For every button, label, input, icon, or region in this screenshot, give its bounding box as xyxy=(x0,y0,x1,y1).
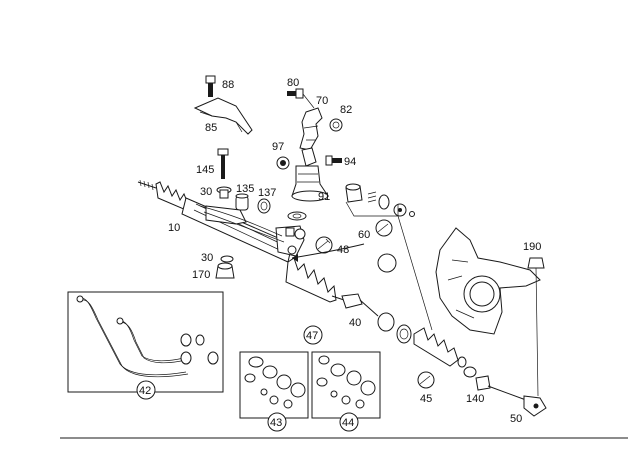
part-45-bellows xyxy=(413,327,467,368)
reference-90 xyxy=(377,253,397,273)
part-135-bushing xyxy=(235,193,249,211)
label-97: 97 xyxy=(272,141,284,153)
part-30-washer-top xyxy=(216,186,232,199)
part-70-universal-joint xyxy=(299,107,323,167)
label-135: 135 xyxy=(236,183,254,195)
label-40: 40 xyxy=(349,317,361,329)
part-94-bolt xyxy=(325,155,342,166)
label-44: 44 xyxy=(342,417,354,429)
wrench-symbol-48 xyxy=(315,236,333,254)
label-43: 43 xyxy=(270,417,282,429)
part-48-seal-ring xyxy=(287,211,307,221)
label-60: 60 xyxy=(358,229,370,241)
label-70: 70 xyxy=(316,95,328,107)
part-60-piston-group xyxy=(345,183,415,217)
part-80-bolt xyxy=(287,88,304,99)
label-85: 85 xyxy=(205,122,217,134)
label-45: 45 xyxy=(420,393,432,405)
label-82: 82 xyxy=(340,104,352,116)
inset-43-seal-kit-box xyxy=(239,351,309,432)
part-88-bolt xyxy=(205,75,216,97)
part-seal-rings xyxy=(377,312,412,344)
label-190: 190 xyxy=(523,241,541,253)
inset-42-pipes-box xyxy=(67,291,224,400)
label-137: 137 xyxy=(258,187,276,199)
part-steering-knuckle xyxy=(435,227,541,335)
label-30-lower: 30 xyxy=(201,252,213,264)
label-170: 170 xyxy=(192,269,210,281)
part-40-inner-tie-rod xyxy=(341,293,379,317)
part-145-bolt xyxy=(217,148,229,179)
wrench-symbol-60 xyxy=(375,219,393,237)
part-30-washer-lower xyxy=(220,255,234,263)
part-190-nut xyxy=(527,257,545,269)
part-85-bracket xyxy=(193,97,253,135)
part-137-o-ring xyxy=(257,198,271,214)
label-48: 48 xyxy=(337,244,349,256)
wrench-symbol-45 xyxy=(417,371,435,389)
label-145: 145 xyxy=(196,164,214,176)
label-88: 88 xyxy=(222,79,234,91)
part-91-boot-seal xyxy=(291,165,329,202)
reference-47 xyxy=(303,325,323,345)
label-42: 42 xyxy=(139,385,151,397)
label-50: 50 xyxy=(510,413,522,425)
part-10-steering-rack xyxy=(137,179,345,303)
part-170-nut xyxy=(215,262,235,279)
part-50-tie-rod-end xyxy=(487,385,547,417)
part-140-clamp xyxy=(463,366,491,391)
label-94: 94 xyxy=(344,156,356,168)
inset-44-seal-kit-box xyxy=(311,351,381,432)
part-97-nut xyxy=(276,156,290,170)
label-47: 47 xyxy=(306,330,318,342)
part-82-nut xyxy=(329,118,343,132)
label-30-top: 30 xyxy=(200,186,212,198)
label-91: 91 xyxy=(318,191,330,203)
label-80: 80 xyxy=(287,77,299,89)
label-140: 140 xyxy=(466,393,484,405)
label-10: 10 xyxy=(168,222,180,234)
